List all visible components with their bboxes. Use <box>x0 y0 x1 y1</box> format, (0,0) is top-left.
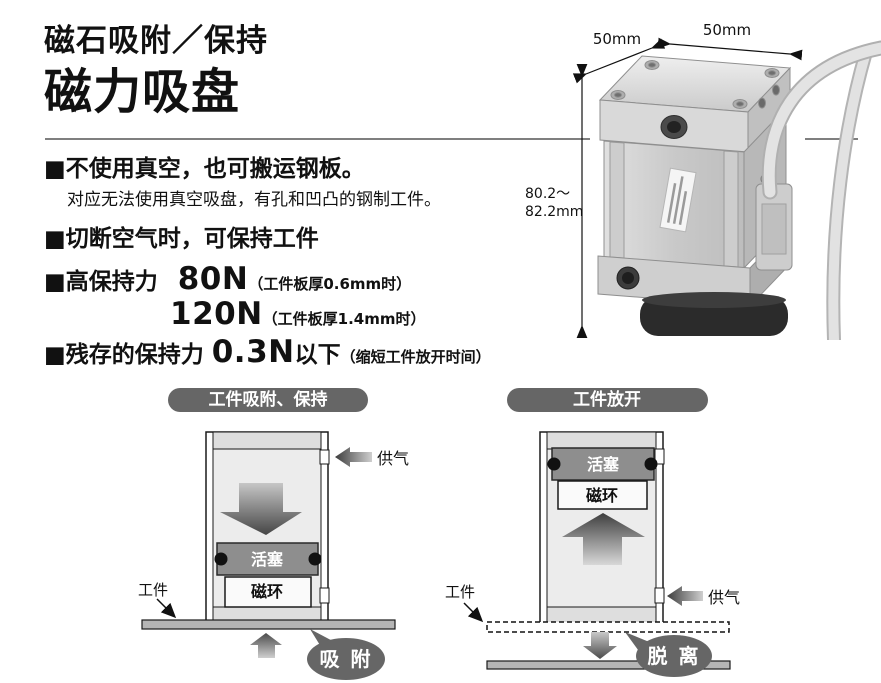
magnet-ring-block <box>557 480 648 510</box>
workpiece-pointer-icon <box>156 598 177 619</box>
feature-3-row-1: ■高保持力 80N （工件板厚0.6mm时） <box>44 261 411 297</box>
magnet-label: 磁环 <box>251 582 283 601</box>
sensor-cable-down <box>826 45 873 340</box>
badge-ellipse <box>636 635 712 677</box>
piston-label: 活塞 <box>251 550 284 569</box>
piston-seal-right <box>644 457 658 471</box>
diagram-header-label: 工件吸附、保持 <box>209 389 328 410</box>
badge-label: 脱 离 <box>648 644 701 668</box>
sensor-cable-up <box>761 40 881 200</box>
title-underline <box>45 138 858 140</box>
workpiece-plate-dashed <box>486 621 730 633</box>
diagram-header-label: 工件放开 <box>573 389 641 410</box>
diagram-header-pill <box>507 388 708 412</box>
magnet-ring-block <box>224 576 312 608</box>
cap-side-hole <box>772 84 780 96</box>
tie-rod <box>609 141 625 259</box>
cap-side-hole <box>758 97 766 109</box>
surface-plate <box>486 660 731 670</box>
workpiece-label: 工件 <box>138 581 168 599</box>
feature-4-title: ■残存的保持力 <box>44 342 204 368</box>
piston-seal-left <box>547 457 561 471</box>
feature-1-desc: 对应无法使用真空吸盘，有孔和凹凸的钢制工件。 <box>67 190 441 210</box>
bottom-port-hole-inner <box>622 272 634 284</box>
supply-label: 供气 <box>708 588 740 607</box>
page-subtitle: 磁石吸附／保持 <box>44 23 268 59</box>
supply-label: 供气 <box>377 449 409 468</box>
piston-block <box>551 447 655 481</box>
feature-4-suffix: 以下 <box>294 342 341 368</box>
bottom-cap-band <box>546 606 657 624</box>
diagram-header-pill <box>168 388 368 412</box>
port-hole-inner <box>667 121 681 133</box>
feature-4-value: 0.3N <box>211 334 295 370</box>
bottom-port <box>319 587 330 604</box>
piston-down-arrow-icon <box>220 483 302 535</box>
diagram-release: 工件放开 活塞 磁环 供气 工件 <box>445 388 740 677</box>
feature-3-note-1: （工件板厚0.6mm时） <box>248 275 412 293</box>
dim-arrow-top-left <box>572 38 666 84</box>
feature-3-row-2: 120N （工件板厚1.4mm时） <box>170 296 426 332</box>
diagram-adsorb-hold: 工件吸附、保持 供气 活塞 磁环 工件 <box>138 388 409 680</box>
attract-up-arrow-icon <box>250 633 282 658</box>
dimension-lines <box>572 37 803 338</box>
release-down-arrow-icon <box>583 632 617 659</box>
dim-height-label-line1: 80.2～ <box>525 186 570 202</box>
page-title: 磁力吸盘 <box>44 64 241 120</box>
top-cap-band <box>212 431 322 450</box>
product-photo: 50mm 50mm 80.2～ 82.2mm <box>525 21 881 340</box>
piston-up-arrow-icon <box>562 513 645 565</box>
top-port <box>319 449 330 465</box>
supply-arrow-icon <box>667 586 703 606</box>
product-label <box>659 167 697 233</box>
feature-3-title: ■高保持力 <box>44 269 158 295</box>
workpiece-label: 工件 <box>445 583 475 601</box>
feature-3-value-120n: 120N <box>170 296 263 332</box>
tie-rod <box>723 150 739 268</box>
dim-width-left-label: 50mm <box>593 30 641 48</box>
dim-width-right-label: 50mm <box>703 21 751 39</box>
piston-seal-right <box>308 552 322 566</box>
feature-3-value-80n: 80N <box>177 261 249 297</box>
feature-1-title: ■不使用真空，也可搬运钢板。 <box>44 156 365 182</box>
piston-seal-left <box>214 552 228 566</box>
feature-2-title: ■切断空气时，可保持工件 <box>44 226 319 252</box>
top-port <box>654 448 665 465</box>
feature-3-note-2: （工件板厚1.4mm时） <box>262 310 426 328</box>
top-cap-band <box>546 431 657 450</box>
badge-ellipse <box>307 638 385 680</box>
magnet-label: 磁环 <box>586 486 618 505</box>
workpiece-pointer-icon <box>463 602 484 623</box>
piston-label: 活塞 <box>587 455 620 474</box>
magnet-pad <box>640 292 788 336</box>
feature-4-note: （缩短工件放开时间） <box>340 348 491 366</box>
supply-arrow-icon <box>335 447 372 467</box>
workpiece-plate <box>141 619 396 630</box>
dim-height-label-line2: 82.2mm <box>525 204 583 220</box>
badge-label: 吸 附 <box>320 647 373 671</box>
dim-arrow-top-right <box>657 37 803 61</box>
feature-4-row: ■残存的保持力 0.3N 以下 （缩短工件放开时间） <box>44 334 491 370</box>
bottom-port <box>654 587 665 604</box>
